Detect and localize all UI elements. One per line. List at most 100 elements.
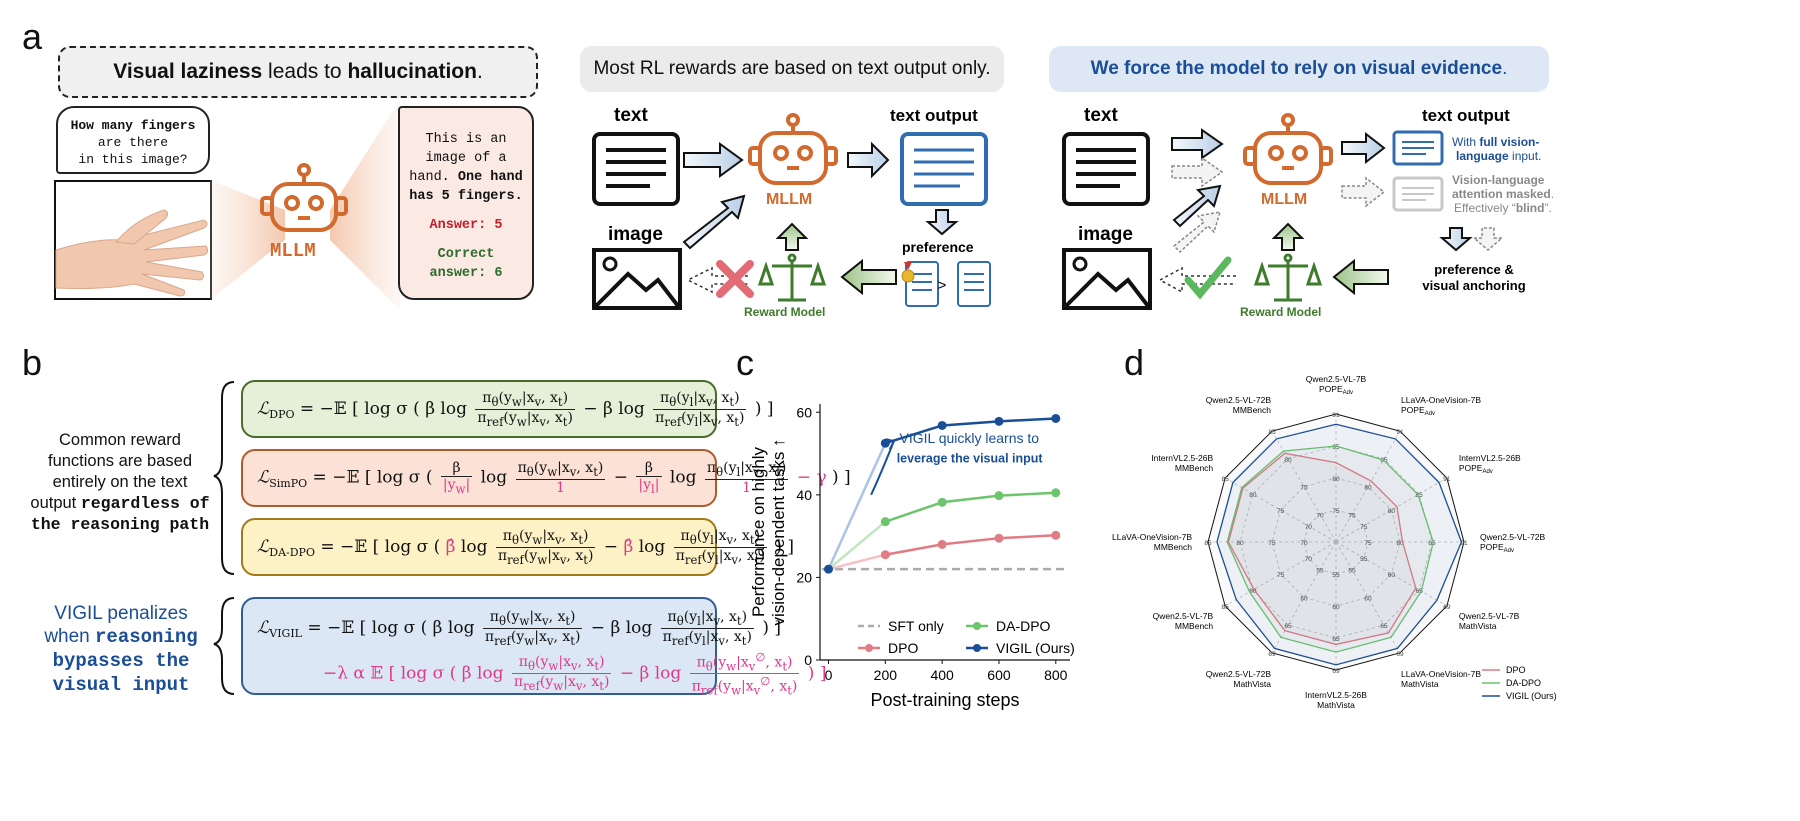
radar-axis-label-11-line-2: MMBench <box>1233 405 1272 415</box>
masked-f: ”. <box>1544 201 1551 215</box>
right-diagram: text MLLM text output With full vision- … <box>1062 105 1554 319</box>
mid-image-icon <box>592 248 682 310</box>
banner-bold-laziness: Visual laziness <box>113 60 263 83</box>
radar-axis-label-4-line-1: Qwen2.5-VL-7B <box>1459 611 1520 621</box>
radar-tick-2-2: 85 <box>1416 492 1424 499</box>
attention-funnel <box>210 100 400 310</box>
right-reward-model-label: Reward Model <box>1240 305 1321 319</box>
y-tick-label-2: 40 <box>796 487 812 503</box>
full-input-line-1: With full vision- <box>1452 135 1539 149</box>
mid-mllm-label: MLLM <box>766 191 812 208</box>
x-tick-label-0: 0 <box>825 667 833 683</box>
radar-tick-8-1: 75 <box>1277 572 1285 579</box>
mid-preference-label: preference <box>902 239 974 255</box>
radar-series-0 <box>1227 452 1417 646</box>
radar-legend-label-0: DPO <box>1506 665 1526 675</box>
series-seg0-1 <box>828 553 886 571</box>
radar-tick-11-2: 80 <box>1284 457 1292 464</box>
masked-line-3: Effectively “blind”. <box>1454 201 1552 215</box>
radar-tick-3-2: 85 <box>1428 540 1436 547</box>
output-doc-icon <box>900 132 988 206</box>
radar-axis-label-3-sub: Adv <box>1504 548 1514 554</box>
braces <box>213 381 235 695</box>
vigil-bold-2: bypasses the <box>52 650 190 672</box>
hand-image <box>54 180 212 300</box>
radar-axis-label-7-line-1: Qwen2.5-VL-72B <box>1206 669 1272 679</box>
right-output-arrow-full <box>1341 131 1386 165</box>
vigil-line-1: VIGIL penalizes <box>54 603 188 624</box>
answer-line-1: This is an <box>425 132 507 147</box>
radar-grid-1 <box>1271 477 1401 607</box>
radar-tick-6-1: 60 <box>1332 604 1340 611</box>
masked-output-doc-icon <box>1392 176 1444 212</box>
right-text-arrow-masked <box>1171 156 1224 188</box>
radar-tick-11-3: 85 <box>1268 429 1276 436</box>
anchored-image-arrow <box>1158 256 1236 300</box>
radar-axis-label-9-line-2: MMBench <box>1154 542 1193 552</box>
radar-tick-8-0: 70 <box>1305 556 1313 563</box>
text-only-banner: Most RL rewards are based on text output… <box>580 46 1004 92</box>
preference-gt-symbol: > <box>938 277 947 294</box>
right-reward-to-mllm-arrow <box>1271 222 1305 251</box>
radar-tick-8-3: 85 <box>1222 604 1230 611</box>
preference-docs-icon <box>901 261 991 307</box>
dadpo-equation: ℒDA-DPO = −𝔼 [ log σ ( β̂ log πθ(yw|xv, … <box>257 527 795 567</box>
right-down-arrow-full <box>1439 227 1473 252</box>
blocked-image-arrow <box>686 260 754 298</box>
legend-label-0: SFT only <box>888 618 944 634</box>
radar-tick-9-0: 70 <box>1300 540 1308 547</box>
answer-line-4: has 5 fingers. <box>409 189 523 204</box>
y-axis-title-line-1: vision-dependent tasks ↑ <box>769 438 788 625</box>
radar-axis-label-5-line-1: LLaVA-OneVision-7B <box>1401 669 1481 679</box>
dpo-equation: ℒDPO = −𝔼 [ log σ ( β log πθ(yw|xv, xt)π… <box>257 389 774 429</box>
radar-tick-0-2: 85 <box>1332 444 1340 451</box>
radar-tick-4-2: 65 <box>1416 588 1424 595</box>
radar-tick-7-0: 55 <box>1316 568 1324 575</box>
vigil-bold-1: reasoning <box>95 626 198 648</box>
x-axis-title: Post-training steps <box>870 690 1019 710</box>
robot-icon <box>260 163 348 232</box>
radar-tick-9-3: 85 <box>1204 540 1212 547</box>
right-pref-to-reward-arrow <box>1332 258 1389 296</box>
vigil-equation-line-1: ℒVIGIL = −𝔼 [ log σ ( β log πθ(yw|xv, xt… <box>257 609 782 648</box>
series-line-2 <box>884 491 1056 523</box>
series-2-point-1 <box>880 517 890 527</box>
series-3-point-1 <box>880 438 890 448</box>
question-line-1: How many fingers <box>70 118 196 133</box>
radar-axis-label-1-line-1: LLaVA-OneVision-7B <box>1401 395 1481 405</box>
vigil-equation-line-2: −λ α 𝔼 [ log σ ( β log πθ(yw|xv, xt)πref… <box>323 649 827 698</box>
answer-line-3a: hand. <box>409 170 458 185</box>
right-image-label: image <box>1078 224 1133 245</box>
radar-axis-label-8-line-2: MMBench <box>1175 621 1214 631</box>
radar-tick-7-2: 65 <box>1284 623 1292 630</box>
mllm-to-output-arrow <box>847 141 890 179</box>
x-tick-label-2: 400 <box>930 667 954 683</box>
masked-a: Vision-language <box>1452 173 1545 187</box>
mid-text-output-label: text output <box>890 106 978 125</box>
text-doc-icon <box>592 132 680 206</box>
panel-letter-b: b <box>22 342 43 383</box>
radar-axis-label-2-line-2: POPE <box>1459 463 1483 473</box>
radar-tick-7-1: 60 <box>1300 595 1308 602</box>
dpo-label: DPO <box>269 407 295 421</box>
middle-diagram: text MLLM text output preference > Rewar… <box>592 105 991 319</box>
y-axis-title: Performance on highlyvision-dependent ta… <box>749 438 788 625</box>
masked-c: . <box>1551 187 1554 201</box>
series-2-point-2 <box>937 497 947 507</box>
masked-line-2: attention masked. <box>1452 187 1554 201</box>
vigil-label: VIGIL <box>269 627 302 641</box>
series-2-point-3 <box>994 491 1004 501</box>
legend-marker-1 <box>865 644 873 652</box>
radar-axis-label-6-line-2: MathVista <box>1317 700 1355 710</box>
annotation-arrow-head <box>885 438 896 450</box>
masked-b: attention masked <box>1452 187 1551 201</box>
series-2-point-4 <box>1051 488 1061 498</box>
radar-tick-1-1: 80 <box>1364 485 1372 492</box>
radar-axis-label-2-line-1: InternVL2.5-26B <box>1459 453 1521 463</box>
common-bold-2: the reasoning path <box>30 515 210 534</box>
radar-axis-label-4-line-2: MathVista <box>1459 621 1497 631</box>
radar-tick-11-0: 70 <box>1316 512 1324 519</box>
right-robot-icon <box>1243 113 1333 185</box>
common-line-1: Common reward <box>59 431 181 449</box>
